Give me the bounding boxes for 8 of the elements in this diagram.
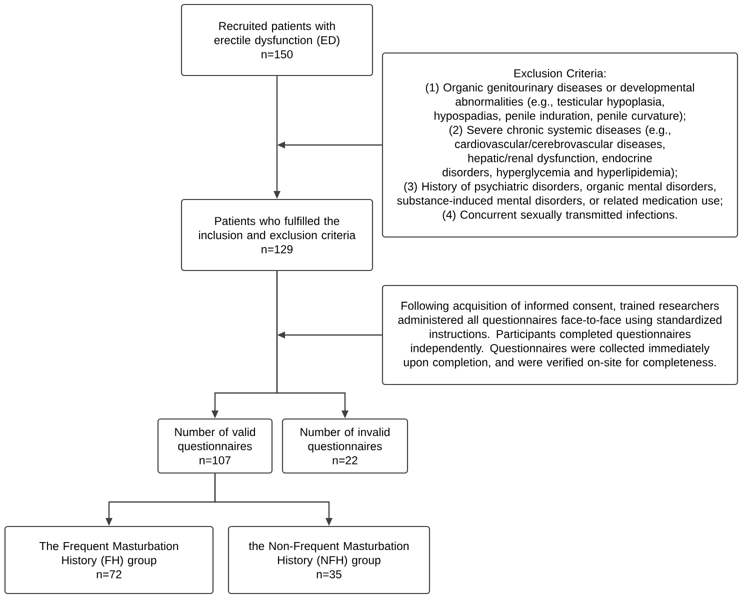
- process-box: Following acquisition of informed consent, trained researchers administered all questionnaires face-to-face using standardized instructions. Participants completed questionnaires independently. Questionnaires were collected immediately upon completion, and were verified on-site for completeness.: [382, 284, 738, 386]
- process-box: Recruited patients with erectile dysfunction (ED) n=150: [180, 4, 374, 76]
- process-box: Patients who fulfilled the inclusion and exclusion criteria n=129: [180, 198, 374, 272]
- process-box: Exclusion Criteria: (1) Organic genitourinary diseases or developmental abnormalities (e.g., testicular hypoplasia, hypospadias, penile induration, penile curvature); (2) Severe chronic systemic diseases (e.g., cardiovascular/cerebrovascular diseases, hepatic/renal dysfunction, endocrine disorders, hyperglycemia and hyperlipidemia); (3) History of psychiatric disorders, organic mental disorders, substance-induced mental disorders, or related medication use; (4) Concurrent sexually transmitted infections.: [382, 52, 738, 238]
- process-box: Number of valid questionnaires n=107: [157, 418, 273, 474]
- process-box: the Non-Frequent Masturbation History (NFH) group n=35: [228, 526, 430, 594]
- process-box: Number of invalid questionnaires n=22: [282, 418, 408, 474]
- process-box: The Frequent Masturbation History (FH) group n=72: [4, 526, 214, 594]
